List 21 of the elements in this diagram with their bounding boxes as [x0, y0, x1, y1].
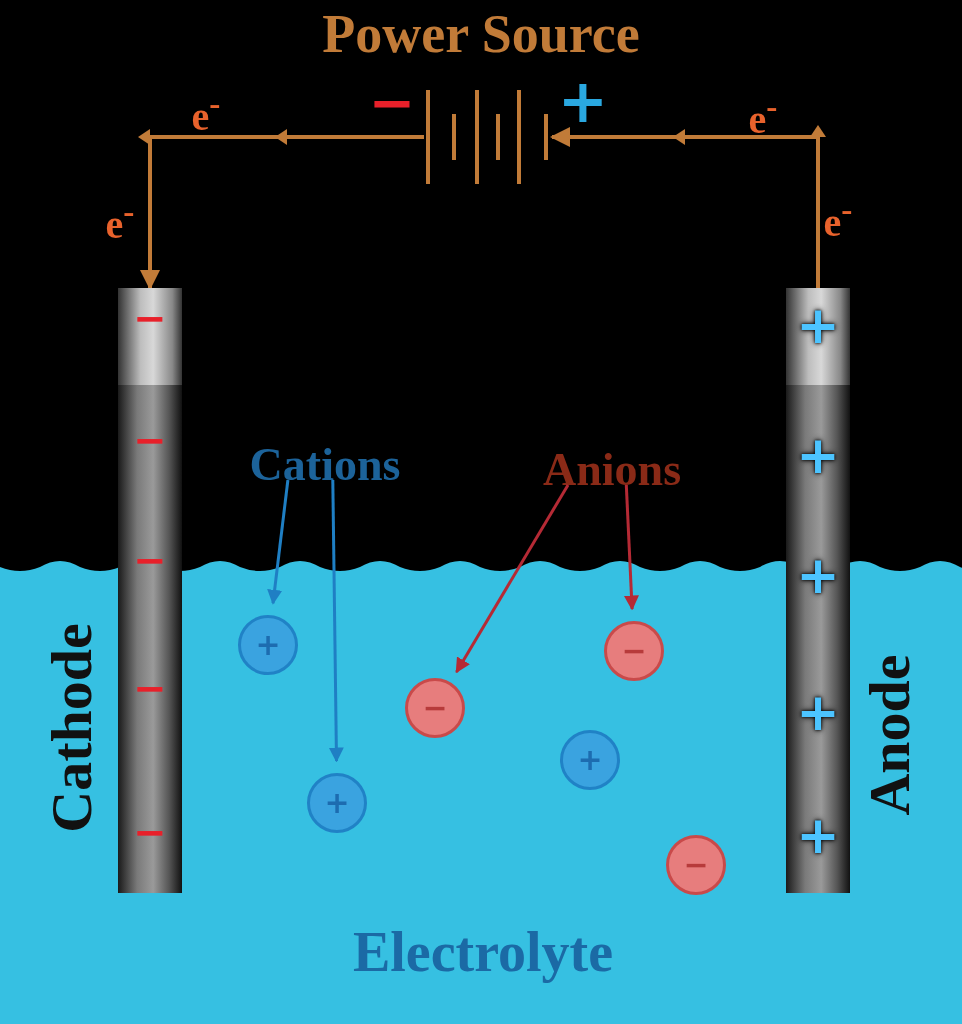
negative-sign: −	[368, 75, 416, 131]
electron-label: e$^{-}$	[823, 193, 853, 243]
positive-sign: +	[557, 71, 609, 131]
electrode-label: Anode	[861, 654, 919, 816]
electron-label: e$^{-}$	[105, 195, 135, 245]
electron-label: e$^{-}$	[191, 87, 221, 137]
positive-sign: +	[796, 299, 840, 351]
cations-label: Cations	[249, 442, 401, 488]
electrode-label: Cathode	[43, 623, 101, 833]
positive-sign: +	[796, 549, 840, 601]
negative-sign: −	[133, 420, 167, 460]
electron-label: e$^{-}$	[748, 90, 778, 140]
positive-sign: +	[796, 809, 840, 861]
title: Power Source	[321, 3, 641, 66]
negative-sign: −	[133, 298, 167, 338]
negative-sign: −	[133, 668, 167, 708]
negative-sign: −	[133, 540, 167, 580]
positive-sign: +	[796, 429, 840, 481]
positive-sign: +	[796, 686, 840, 738]
anions-label: Anions	[542, 447, 682, 493]
negative-sign: −	[133, 812, 167, 852]
